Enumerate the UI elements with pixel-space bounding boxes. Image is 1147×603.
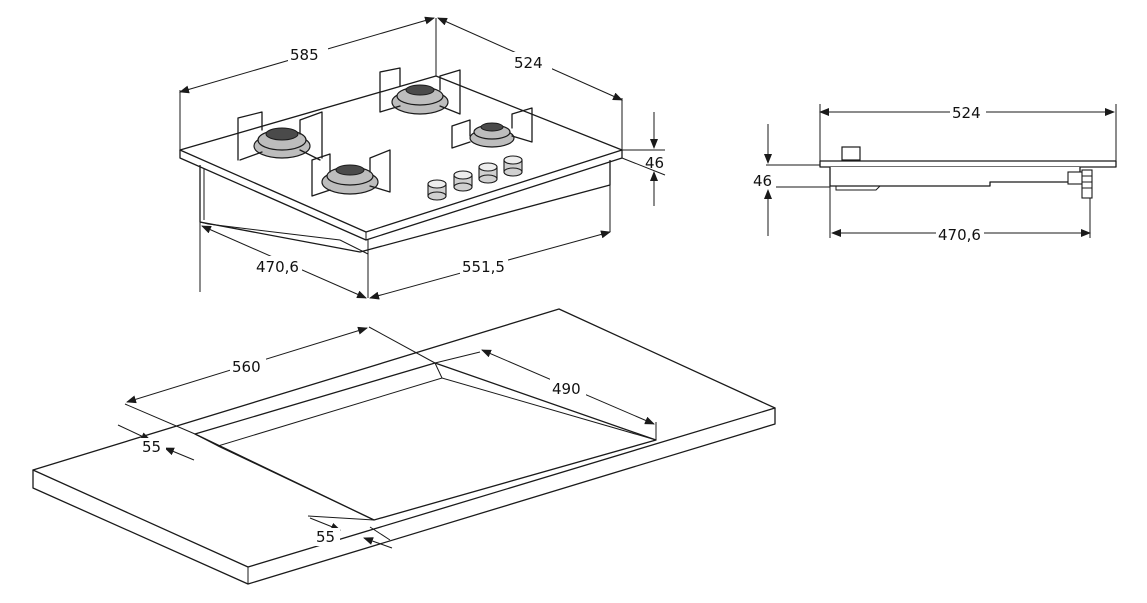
control-knobs xyxy=(427,155,523,201)
label-55-front: 55 xyxy=(316,528,335,546)
knob-2 xyxy=(453,170,473,192)
side-label-470-6: 470,6 xyxy=(938,226,981,244)
hob-side-view: 524 46 470,6 xyxy=(746,102,1117,244)
label-551-5: 551,5 xyxy=(462,258,505,276)
label-585: 585 xyxy=(290,46,319,64)
side-body xyxy=(829,167,1081,187)
label-46: 46 xyxy=(645,154,664,172)
burner-back-left xyxy=(237,111,323,161)
knob-4 xyxy=(503,155,523,177)
label-470-6: 470,6 xyxy=(256,258,299,276)
hob-isometric-view: 585 524 46 470,6 551,5 xyxy=(179,16,666,300)
knob-3 xyxy=(478,162,498,184)
side-label-524: 524 xyxy=(952,104,981,122)
gas-connector xyxy=(1067,169,1093,199)
worktop-cutout-view: 560 490 55 55 xyxy=(32,308,776,585)
burner-front-right xyxy=(451,107,533,149)
knob-1 xyxy=(427,179,447,201)
label-524: 524 xyxy=(514,54,543,72)
label-55-side: 55 xyxy=(142,438,161,456)
side-knob xyxy=(841,146,861,161)
side-glass-plate xyxy=(819,160,1117,168)
label-490: 490 xyxy=(552,380,581,398)
side-label-46: 46 xyxy=(753,172,772,190)
label-560: 560 xyxy=(232,358,261,376)
burner-front-left xyxy=(311,149,391,197)
